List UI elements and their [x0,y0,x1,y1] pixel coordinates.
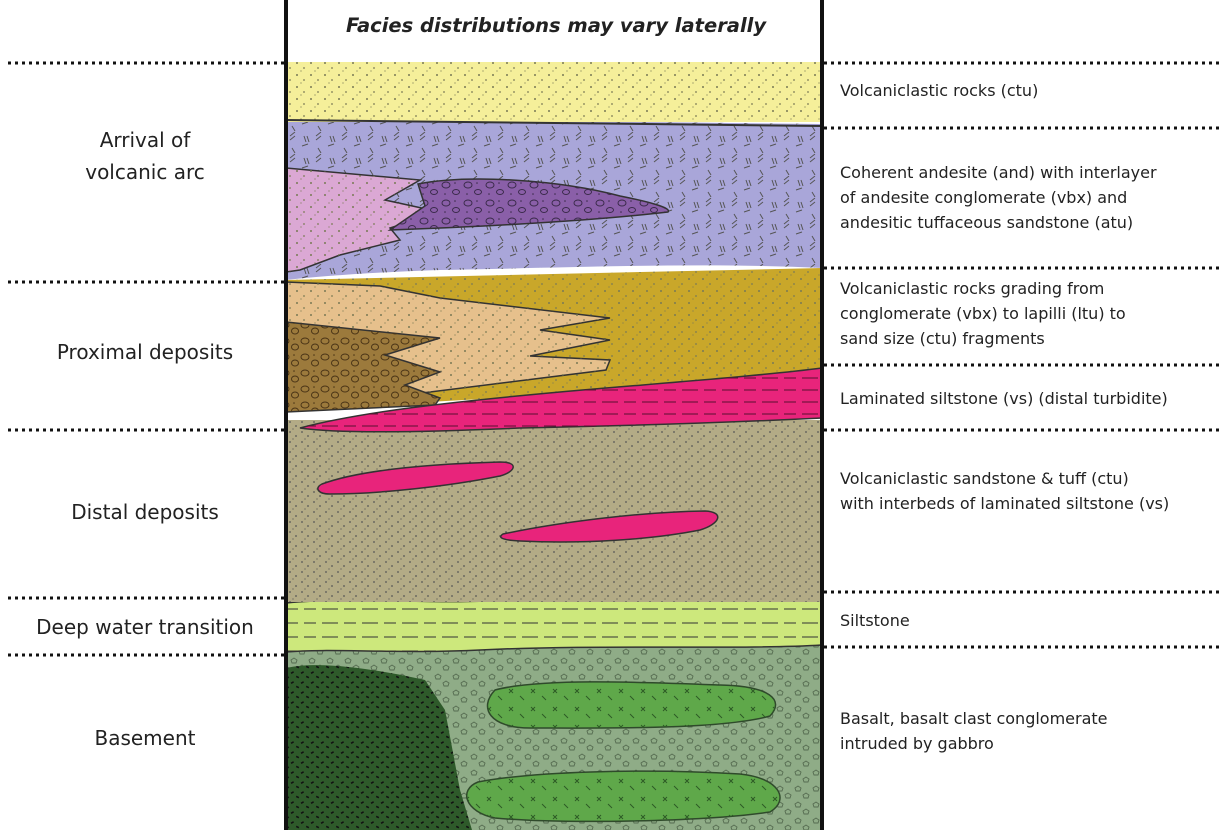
diagram-title: Facies distributions may vary laterally [290,14,822,37]
desc-grading: Volcaniclastic rocks grading from conglo… [840,276,1225,351]
desc-andesite: Coherent andesite (and) with interlayer … [840,160,1225,235]
stage-label-arc: Arrival of volcanic arc [0,124,290,188]
stage-label-proximal: Proximal deposits [0,336,290,368]
desc-ctu-top: Volcaniclastic rocks (ctu) [840,78,1225,103]
desc-laminated: Laminated siltstone (vs) (distal turbidi… [840,386,1225,411]
stage-label-transition: Deep water transition [0,611,290,643]
stage-label-distal: Distal deposits [0,496,290,528]
desc-siltstone: Siltstone [840,608,1225,633]
stage-label-basement: Basement [0,722,290,754]
desc-basalt: Basalt, basalt clast conglomerate intrud… [840,706,1225,756]
description-dividers [824,63,1220,647]
desc-sandstone: Volcaniclastic sandstone & tuff (ctu) wi… [840,466,1225,516]
